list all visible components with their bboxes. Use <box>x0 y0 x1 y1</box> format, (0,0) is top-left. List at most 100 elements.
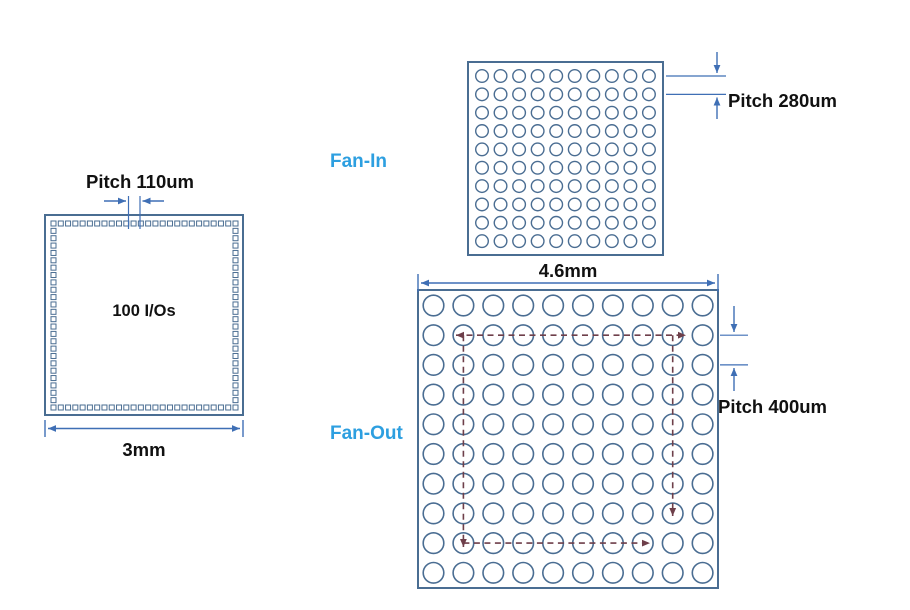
solder-ball <box>512 179 527 194</box>
solder-ball <box>661 561 684 584</box>
solder-ball <box>512 68 527 83</box>
solder-ball <box>601 324 625 347</box>
solder-ball <box>493 68 508 83</box>
io-pad <box>181 404 188 411</box>
solder-ball <box>661 531 684 555</box>
io-pad <box>137 404 144 411</box>
solder-ball <box>541 413 565 436</box>
solder-ball <box>482 353 505 377</box>
io-pad <box>152 404 159 411</box>
solder-ball <box>571 383 595 406</box>
solder-ball <box>623 179 638 194</box>
solder-ball <box>512 234 527 249</box>
solder-ball <box>571 472 595 495</box>
solder-ball <box>623 197 638 212</box>
solder-ball <box>493 87 508 102</box>
solder-ball <box>422 502 445 525</box>
solder-ball <box>604 197 619 212</box>
solder-ball <box>601 472 625 495</box>
io-pad <box>50 220 57 227</box>
io-pad <box>152 220 159 227</box>
solder-ball <box>549 142 564 157</box>
solder-ball <box>422 383 445 406</box>
solder-ball <box>631 353 654 377</box>
solder-ball <box>623 160 638 175</box>
solder-ball <box>512 531 535 555</box>
io-pad <box>50 301 57 308</box>
solder-ball <box>541 294 565 317</box>
solder-ball <box>512 105 527 120</box>
solder-ball <box>601 383 625 406</box>
solder-ball <box>691 502 714 525</box>
io-pad <box>50 235 57 242</box>
solder-ball <box>452 502 475 525</box>
io-pad <box>65 404 72 411</box>
solder-ball <box>482 502 505 525</box>
solder-ball <box>604 234 619 249</box>
arrowhead <box>730 324 738 332</box>
solder-ball <box>631 294 654 317</box>
solder-ball <box>601 502 625 525</box>
solder-ball <box>691 531 714 555</box>
arrowhead <box>678 331 686 339</box>
solder-ball <box>631 561 654 584</box>
io-pad <box>86 404 93 411</box>
solder-ball <box>567 142 582 157</box>
solder-ball <box>586 179 601 194</box>
solder-ball <box>530 68 545 83</box>
io-pad <box>232 294 239 301</box>
solder-ball <box>586 87 601 102</box>
solder-ball <box>586 124 601 139</box>
io-pad <box>188 404 195 411</box>
solder-ball <box>691 353 714 377</box>
solder-ball <box>530 87 545 102</box>
io-pad <box>137 220 144 227</box>
solder-ball <box>661 383 684 406</box>
solder-ball <box>493 105 508 120</box>
solder-ball <box>512 87 527 102</box>
solder-ball <box>567 160 582 175</box>
solder-ball <box>623 68 638 83</box>
arrowhead <box>48 425 56 432</box>
io-pad <box>94 404 101 411</box>
solder-ball <box>571 561 595 584</box>
io-pad <box>72 404 79 411</box>
solder-ball <box>452 383 475 406</box>
solder-ball <box>691 294 714 317</box>
io-pad <box>232 249 239 256</box>
solder-ball <box>567 179 582 194</box>
io-pad <box>116 220 123 227</box>
solder-ball <box>512 215 527 230</box>
solder-ball <box>482 531 505 555</box>
solder-ball <box>530 179 545 194</box>
arrowhead <box>713 97 721 106</box>
solder-ball <box>493 234 508 249</box>
io-pad <box>210 220 217 227</box>
solder-ball <box>493 215 508 230</box>
solder-ball <box>691 442 714 466</box>
solder-ball <box>475 197 490 212</box>
io-pad <box>217 404 224 411</box>
io-pad <box>232 257 239 264</box>
solder-ball <box>512 160 527 175</box>
solder-ball <box>631 502 654 525</box>
solder-ball <box>549 179 564 194</box>
solder-ball <box>586 215 601 230</box>
solder-ball <box>604 124 619 139</box>
io-pad <box>232 235 239 242</box>
io-pad <box>232 367 239 374</box>
solder-ball <box>549 124 564 139</box>
solder-ball <box>604 179 619 194</box>
solder-ball <box>601 561 625 584</box>
io-pad <box>232 264 239 271</box>
fan-out-diagram: Fan-Out 4.6mm Pitch 400um <box>330 260 827 589</box>
io-pad <box>50 345 57 352</box>
io-pad <box>50 389 57 396</box>
io-pad <box>210 404 217 411</box>
fan-in-pitch-annotation <box>666 52 726 119</box>
chip-width-dimension <box>44 420 244 437</box>
solder-ball <box>641 124 656 139</box>
solder-ball <box>493 142 508 157</box>
solder-ball <box>571 442 595 466</box>
arrowhead <box>642 539 650 547</box>
